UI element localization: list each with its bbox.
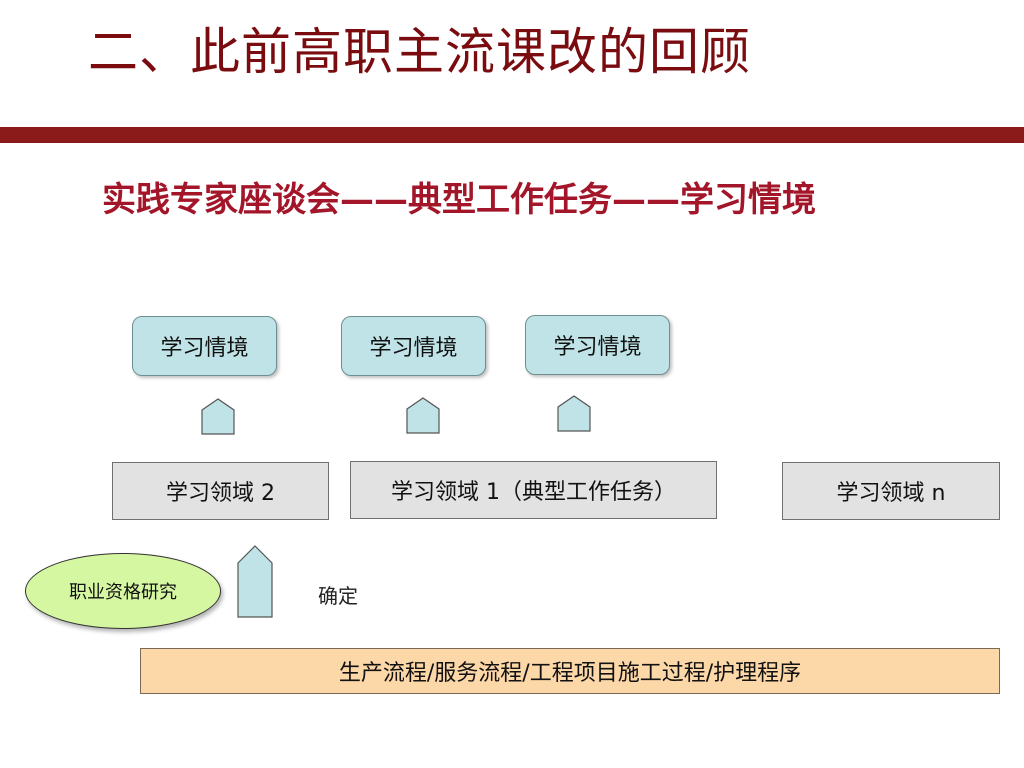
slide-title: 二、此前高职主流课改的回顾 bbox=[88, 23, 751, 81]
qualification-research-ellipse: 职业资格研究 bbox=[25, 553, 221, 629]
up-arrow-icon bbox=[201, 398, 235, 435]
up-arrow-icon bbox=[406, 397, 440, 434]
learning-domain-box-2: 学习领域 2 bbox=[112, 462, 329, 520]
slide-subtitle: 实践专家座谈会——典型工作任务——学习情境 bbox=[102, 180, 816, 220]
learning-domain-box-n: 学习领域 n bbox=[782, 462, 1000, 520]
learning-context-box-3: 学习情境 bbox=[525, 315, 670, 375]
title-divider-bar bbox=[0, 127, 1024, 143]
up-arrow-icon bbox=[557, 395, 591, 432]
learning-context-box-2: 学习情境 bbox=[341, 316, 486, 376]
process-flow-bar: 生产流程/服务流程/工程项目施工过程/护理程序 bbox=[140, 648, 1000, 694]
confirm-label: 确定 bbox=[318, 584, 358, 608]
learning-domain-box-1: 学习领域 1（典型工作任务） bbox=[350, 461, 717, 519]
up-arrow-large-icon bbox=[237, 545, 273, 618]
learning-context-box-1: 学习情境 bbox=[132, 316, 277, 376]
